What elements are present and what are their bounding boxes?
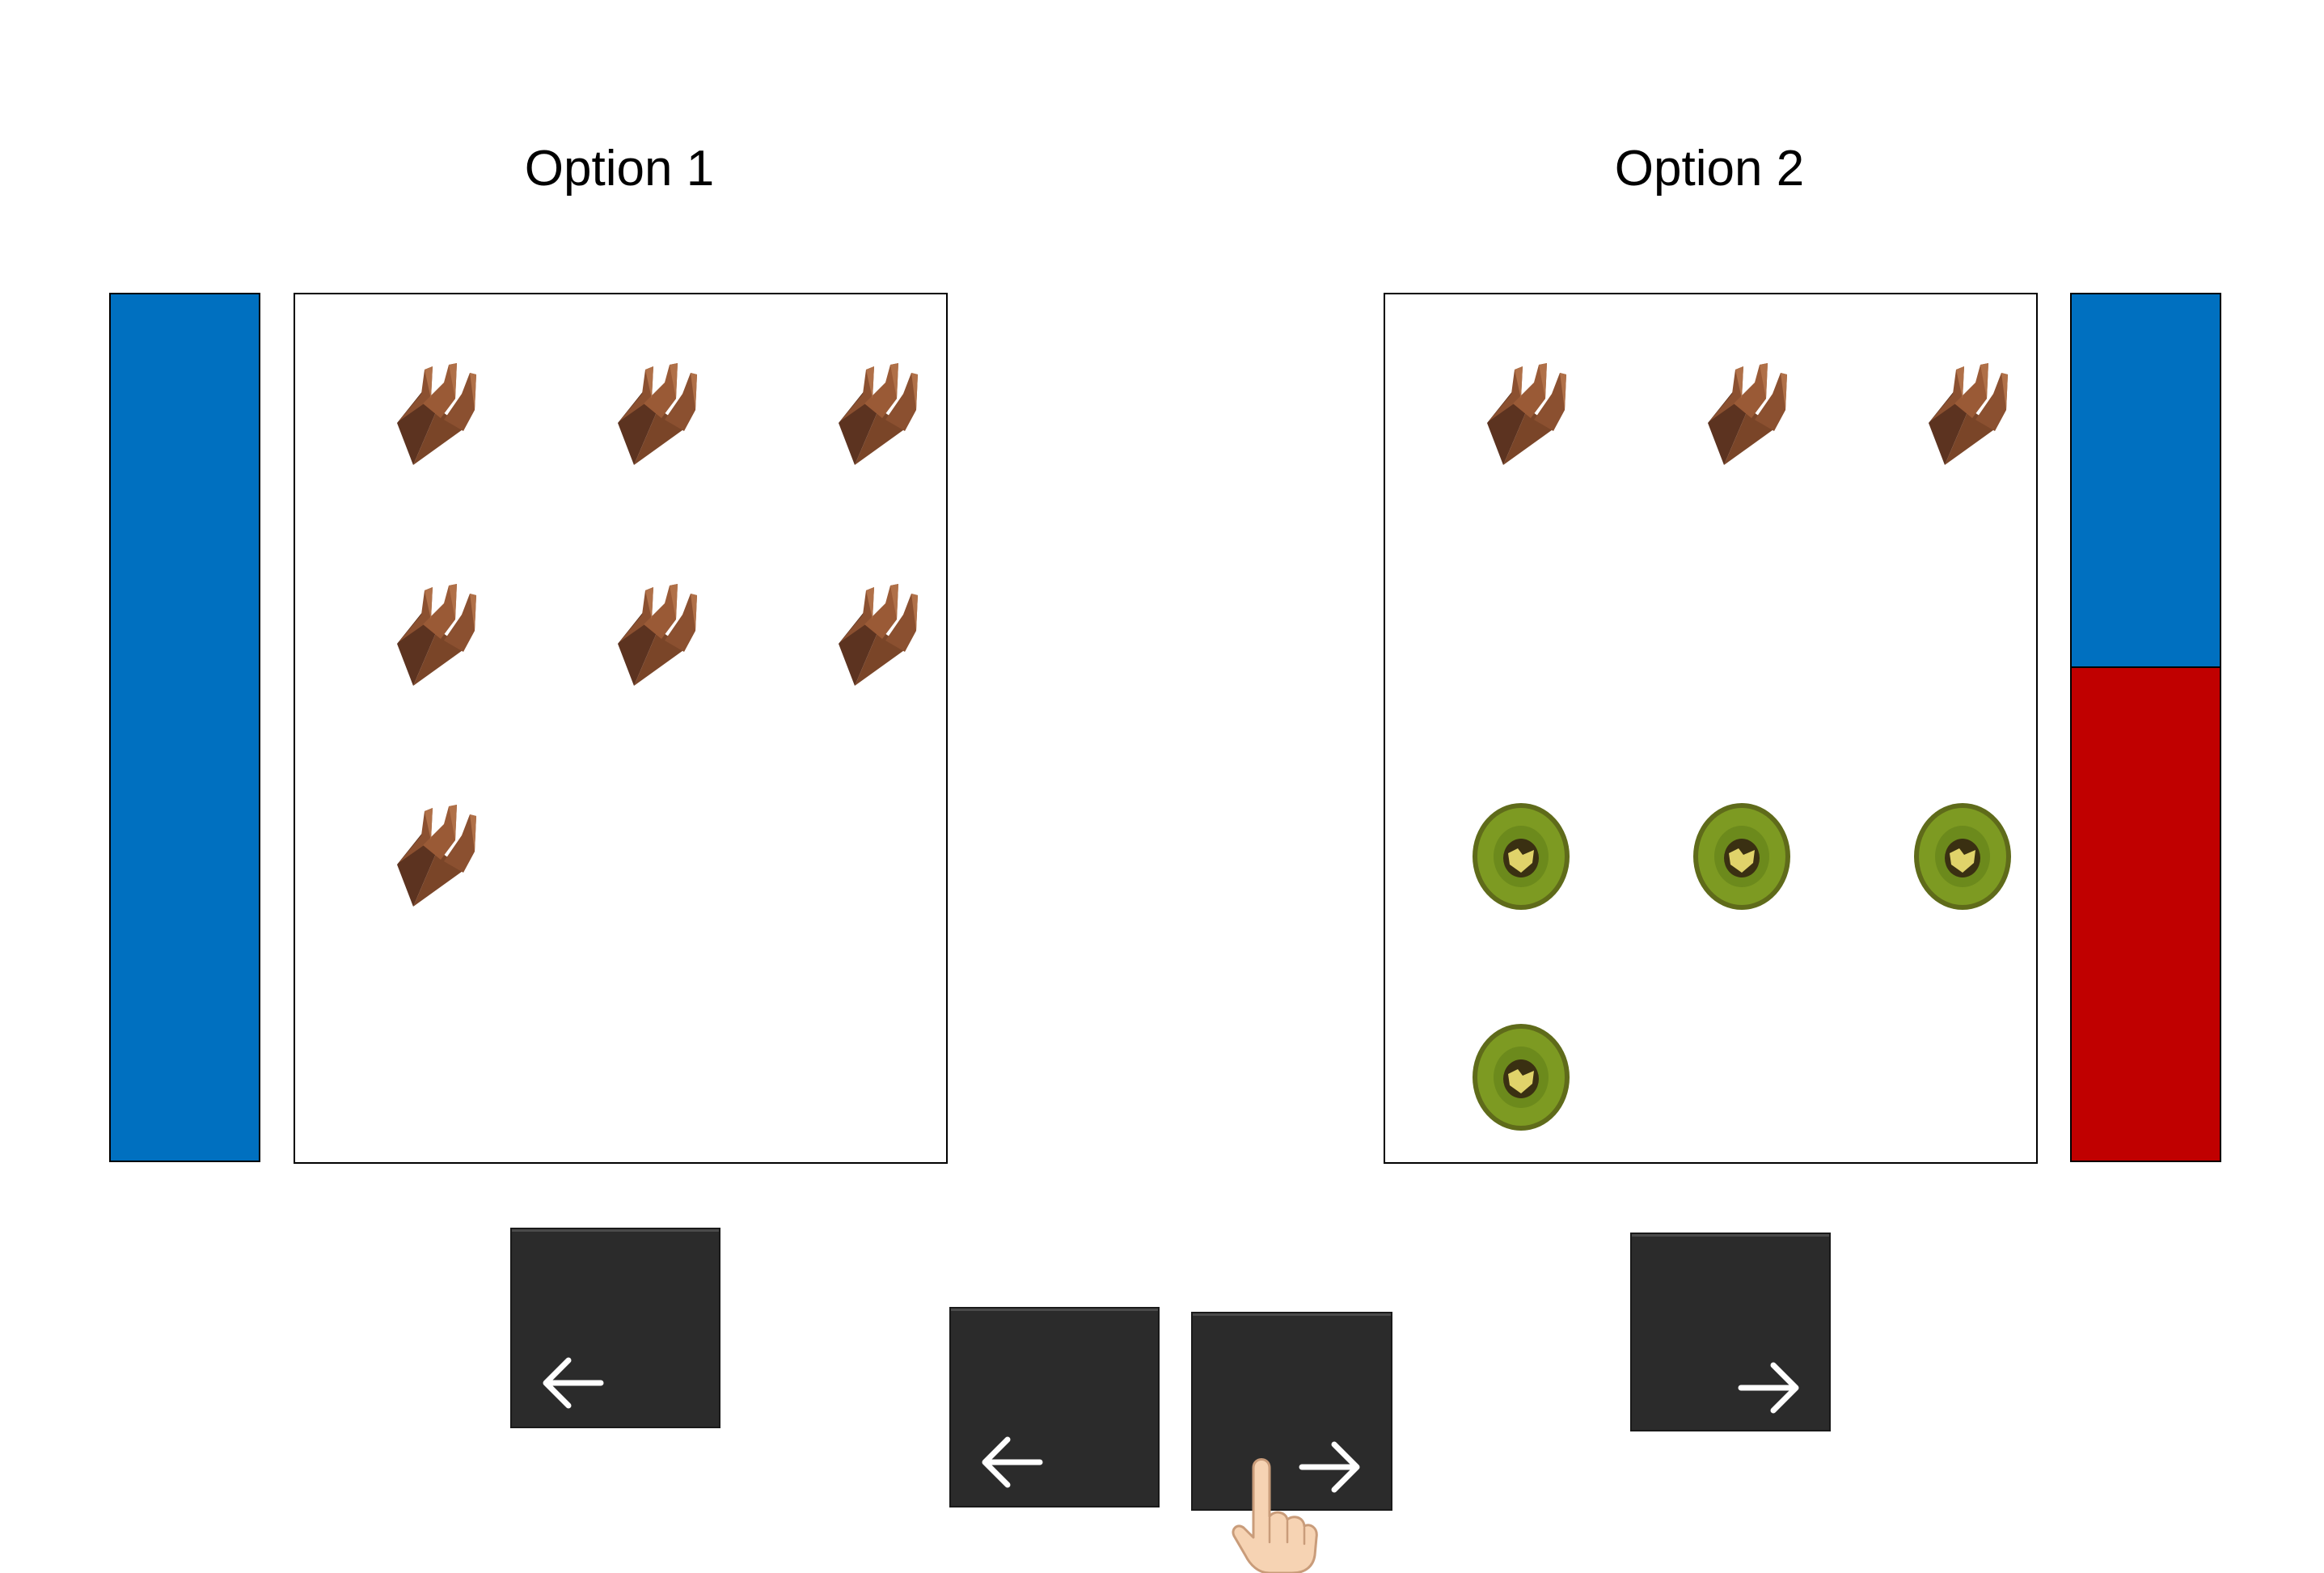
chocolate-icon xyxy=(1685,358,1798,471)
left-arrow-icon xyxy=(982,1436,1043,1488)
right-arrow-key-option-2[interactable] xyxy=(1632,1234,1829,1430)
option-2-panel xyxy=(1384,293,2038,1164)
option-2-proportion-bar xyxy=(2070,293,2221,1162)
left-arrow-key-option-1[interactable] xyxy=(512,1229,719,1427)
hand-pointer-icon xyxy=(1229,1452,1322,1573)
option-2-title: Option 2 xyxy=(1614,141,1805,197)
chocolate-icon xyxy=(595,358,708,471)
left-arrow-icon xyxy=(543,1357,604,1409)
chocolate-icon xyxy=(595,579,708,692)
right-arrow-icon xyxy=(1299,1441,1360,1493)
chocolate-icon xyxy=(816,579,929,692)
chocolate-icon xyxy=(1464,358,1578,471)
chocolate-icon xyxy=(374,800,488,913)
chocolate-icon xyxy=(374,579,488,692)
bar-segment-1 xyxy=(111,294,259,1161)
option-1-panel xyxy=(294,293,948,1164)
left-arrow-key[interactable] xyxy=(951,1309,1158,1506)
kiwi-icon xyxy=(1464,800,1578,913)
option-1-proportion-bar xyxy=(109,293,260,1162)
chocolate-icon xyxy=(374,358,488,471)
chocolate-icon xyxy=(1906,358,2019,471)
option-1-title: Option 1 xyxy=(524,141,715,197)
kiwi-icon xyxy=(1906,800,2019,913)
kiwi-icon xyxy=(1685,800,1798,913)
kiwi-icon xyxy=(1464,1021,1578,1134)
chocolate-icon xyxy=(816,358,929,471)
bar-segment-2 xyxy=(2072,666,2220,1161)
bar-segment-1 xyxy=(2072,294,2220,666)
right-arrow-icon xyxy=(1738,1362,1799,1414)
right-arrow-key[interactable] xyxy=(1193,1313,1391,1509)
